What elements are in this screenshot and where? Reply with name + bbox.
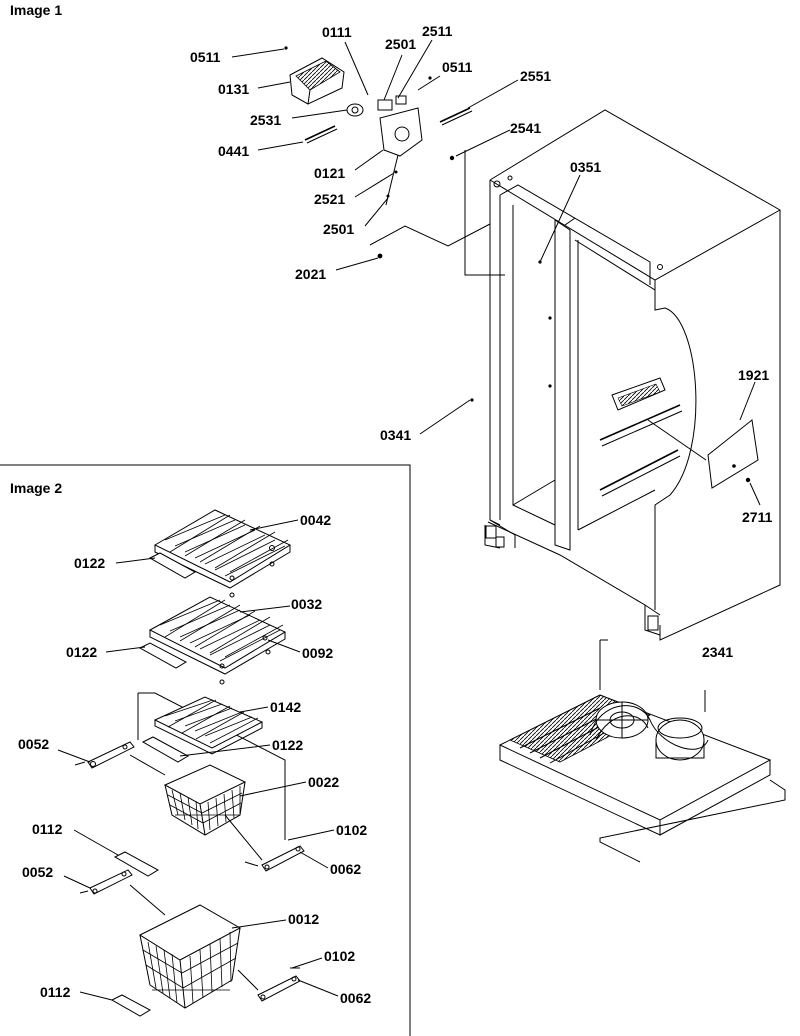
callout-2511: 2511 bbox=[422, 23, 453, 39]
panel-title-image-2: Image 2 bbox=[10, 480, 62, 496]
callout-0122: 0122 bbox=[272, 737, 303, 753]
basket-0012 bbox=[138, 904, 242, 1009]
callout-0112: 0112 bbox=[40, 984, 71, 1000]
callout-0102: 0102 bbox=[336, 822, 367, 838]
callout-2501: 2501 bbox=[385, 36, 416, 52]
trim-0112-b bbox=[110, 994, 152, 1017]
callout-0052: 0052 bbox=[22, 864, 53, 880]
callout-2341: 2341 bbox=[702, 644, 733, 660]
callout-0441: 0441 bbox=[218, 143, 249, 159]
callout-0131: 0131 bbox=[218, 81, 249, 97]
callout-0032: 0032 bbox=[291, 596, 322, 612]
shelf-trim-0122-c bbox=[141, 736, 190, 763]
shelf-trim-0122-b bbox=[138, 642, 188, 669]
callout-0042: 0042 bbox=[300, 512, 331, 528]
callouts-image-1: 0511 0111 2501 2511 0511 2551 0131 2531 … bbox=[190, 23, 773, 660]
callout-2711: 2711 bbox=[742, 509, 773, 525]
callout-0341: 0341 bbox=[380, 427, 411, 443]
trim-0112-a bbox=[113, 851, 160, 877]
slide-0062-b bbox=[237, 967, 301, 1002]
callout-0112: 0112 bbox=[32, 821, 63, 837]
callout-0122: 0122 bbox=[66, 644, 97, 660]
callout-0111: 0111 bbox=[322, 24, 352, 40]
machine-compartment bbox=[498, 639, 786, 863]
callout-2551: 2551 bbox=[520, 68, 551, 84]
callout-0052: 0052 bbox=[18, 736, 49, 752]
basket-0022 bbox=[163, 764, 247, 836]
shelf-trim-0122-a bbox=[148, 552, 197, 579]
slide-0052-b bbox=[79, 869, 166, 916]
callout-0092: 0092 bbox=[302, 645, 333, 661]
callout-0122: 0122 bbox=[74, 555, 105, 571]
shelf-0032 bbox=[148, 596, 287, 685]
shelf-0142 bbox=[153, 696, 264, 755]
callout-2541: 2541 bbox=[510, 120, 541, 136]
callout-0022: 0022 bbox=[308, 774, 339, 790]
callout-0012: 0012 bbox=[288, 911, 319, 927]
image-2-frame bbox=[0, 464, 411, 1036]
fan-shroud-assembly bbox=[284, 46, 505, 276]
callout-0142: 0142 bbox=[270, 699, 301, 715]
callout-0511: 0511 bbox=[442, 59, 473, 75]
callout-0121: 0121 bbox=[314, 165, 345, 181]
callout-2521: 2521 bbox=[314, 191, 345, 207]
panel-title-image-1: Image 1 bbox=[10, 2, 62, 18]
shelf-0042 bbox=[153, 509, 292, 598]
callout-1921: 1921 bbox=[738, 367, 769, 383]
callout-0062: 0062 bbox=[340, 990, 371, 1006]
callouts-image-2: 0042 0122 0032 0122 0092 0142 0052 0122 … bbox=[18, 512, 371, 1006]
callout-0511: 0511 bbox=[190, 49, 221, 65]
callout-0102: 0102 bbox=[324, 948, 355, 964]
callout-0351: 0351 bbox=[570, 159, 601, 175]
callout-2501: 2501 bbox=[323, 221, 354, 237]
slide-0052-a bbox=[74, 741, 166, 776]
refrigerator-cabinet bbox=[470, 109, 781, 641]
callout-2021: 2021 bbox=[295, 266, 326, 282]
slide-0062-a bbox=[224, 814, 305, 872]
callout-0062: 0062 bbox=[330, 861, 361, 877]
callout-2531: 2531 bbox=[250, 112, 281, 128]
